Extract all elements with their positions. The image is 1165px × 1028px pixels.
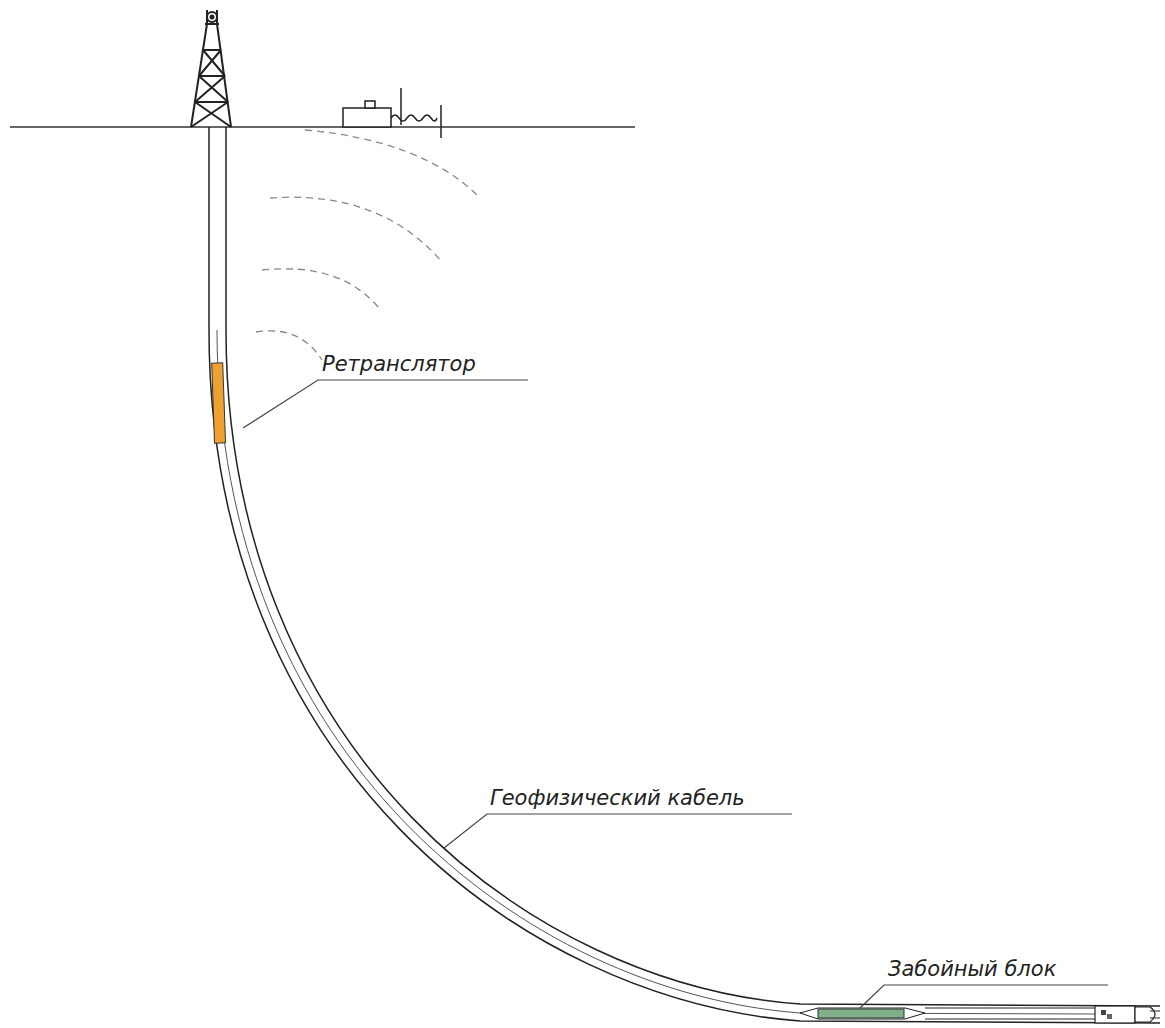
callout-label: Геофизический кабель bbox=[490, 787, 745, 810]
well-bore bbox=[209, 127, 1160, 1023]
surface-station bbox=[343, 88, 441, 138]
geophysical-cable bbox=[217, 330, 1095, 1014]
ground-line bbox=[10, 126, 635, 128]
repeater bbox=[212, 363, 226, 443]
downhole-block bbox=[800, 1006, 1160, 1023]
em-waves bbox=[256, 130, 477, 360]
drilling-derrick bbox=[191, 10, 231, 127]
callout-label: Забойный блок bbox=[888, 958, 1056, 981]
leader-lines bbox=[243, 380, 1108, 1008]
callout-label: Ретранслятор bbox=[322, 353, 476, 376]
